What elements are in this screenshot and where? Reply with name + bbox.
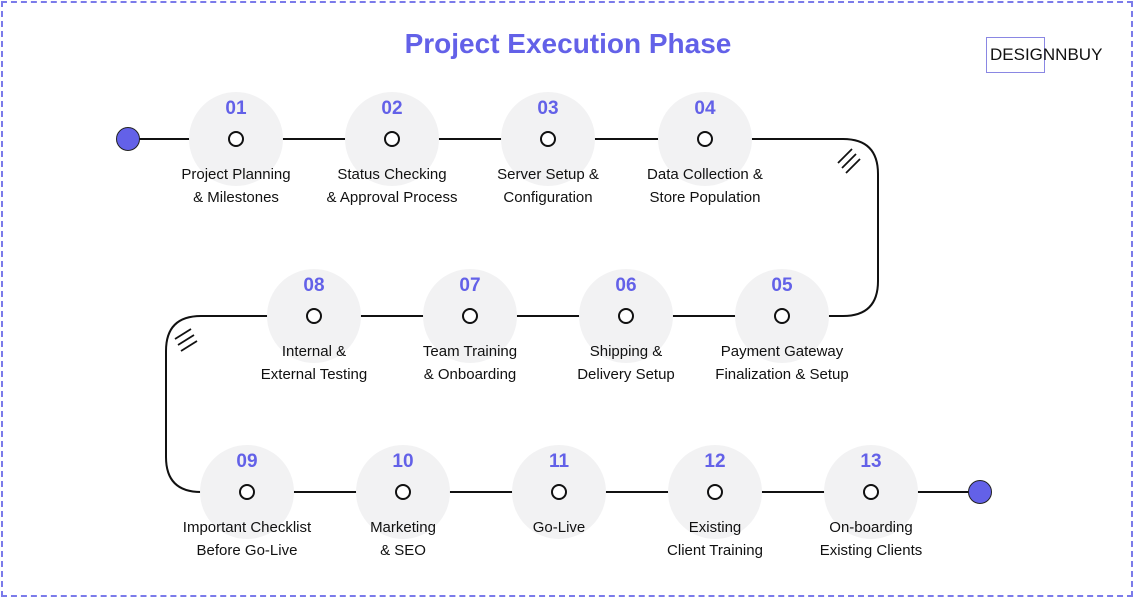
step-label: Internal & External Testing bbox=[219, 340, 409, 386]
step-node bbox=[774, 308, 790, 324]
step-label-line2: Finalization & Setup bbox=[715, 366, 849, 383]
end-marker bbox=[968, 480, 992, 504]
step-node bbox=[863, 484, 879, 500]
step-label-line1: Payment Gateway bbox=[720, 343, 844, 360]
step-label: Go-Live bbox=[464, 516, 654, 539]
step-number: 13 bbox=[860, 451, 882, 472]
step-label: Project Planning & Milestones bbox=[141, 163, 331, 209]
step-label-line2: Delivery Setup bbox=[577, 366, 675, 383]
step-label-line2: & SEO bbox=[380, 542, 426, 559]
step-label-line1: Server Setup & bbox=[497, 166, 599, 183]
step-label-line1: Status Checking bbox=[337, 166, 447, 183]
step-number: 11 bbox=[548, 451, 570, 472]
step-label-line2: Existing Clients bbox=[819, 542, 923, 559]
step-label: Server Setup & Configuration bbox=[453, 163, 643, 209]
step-label-line1: Project Planning bbox=[181, 166, 291, 183]
step-label-line1: Go-Live bbox=[532, 519, 586, 536]
step-label-line2: External Testing bbox=[260, 366, 368, 383]
step-label-line2: & Onboarding bbox=[423, 366, 517, 383]
step-number: 01 bbox=[225, 98, 247, 119]
step-label-line1: Shipping & bbox=[589, 343, 663, 360]
logo-box bbox=[986, 37, 1045, 73]
step-node bbox=[697, 131, 713, 147]
step-number: 08 bbox=[303, 275, 325, 296]
step-number: 06 bbox=[615, 275, 637, 296]
brand-logo: DESIGNNBUY bbox=[990, 45, 1103, 64]
step-number: 05 bbox=[771, 275, 793, 296]
step-label: Data Collection & Store Population bbox=[610, 163, 800, 209]
step-node bbox=[384, 131, 400, 147]
step-label-line2: Store Population bbox=[649, 189, 761, 206]
step-label-line1: Important Checklist bbox=[182, 519, 312, 536]
step-node bbox=[707, 484, 723, 500]
step-node bbox=[540, 131, 556, 147]
hatch-mark-top-right bbox=[837, 148, 861, 174]
step-label: Shipping & Delivery Setup bbox=[531, 340, 721, 386]
diagram-title: Project Execution Phase bbox=[404, 28, 732, 59]
step-label: Marketing & SEO bbox=[308, 516, 498, 562]
start-marker bbox=[116, 127, 140, 151]
step-number: 07 bbox=[459, 275, 481, 296]
step-label-line2: & Milestones bbox=[193, 189, 279, 206]
step-node bbox=[306, 308, 322, 324]
step-label-line2: Before Go-Live bbox=[196, 542, 298, 559]
step-label-line1: Data Collection & bbox=[647, 166, 763, 183]
step-node bbox=[462, 308, 478, 324]
step-label-line1: Internal & bbox=[281, 343, 347, 360]
step-label: Status Checking & Approval Process bbox=[297, 163, 487, 209]
step-label-line1: Existing bbox=[688, 519, 742, 536]
step-node bbox=[228, 131, 244, 147]
step-node bbox=[551, 484, 567, 500]
step-number: 04 bbox=[694, 98, 716, 119]
step-node bbox=[239, 484, 255, 500]
step-label: Team Training & Onboarding bbox=[375, 340, 565, 386]
step-node bbox=[618, 308, 634, 324]
step-number: 02 bbox=[381, 98, 403, 119]
step-label-line2: Configuration bbox=[503, 189, 593, 206]
step-label-line1: Team Training bbox=[422, 343, 518, 360]
step-number: 09 bbox=[236, 451, 258, 472]
step-label-line1: Marketing bbox=[370, 519, 436, 536]
step-number: 12 bbox=[704, 451, 726, 472]
step-node bbox=[395, 484, 411, 500]
step-label-line2: & Approval Process bbox=[326, 189, 458, 206]
step-label-line1: On-boarding bbox=[829, 519, 913, 536]
step-number: 10 bbox=[392, 451, 414, 472]
step-number: 03 bbox=[537, 98, 559, 119]
step-label-line2: Client Training bbox=[667, 542, 763, 559]
hatch-mark-left bbox=[174, 328, 198, 352]
